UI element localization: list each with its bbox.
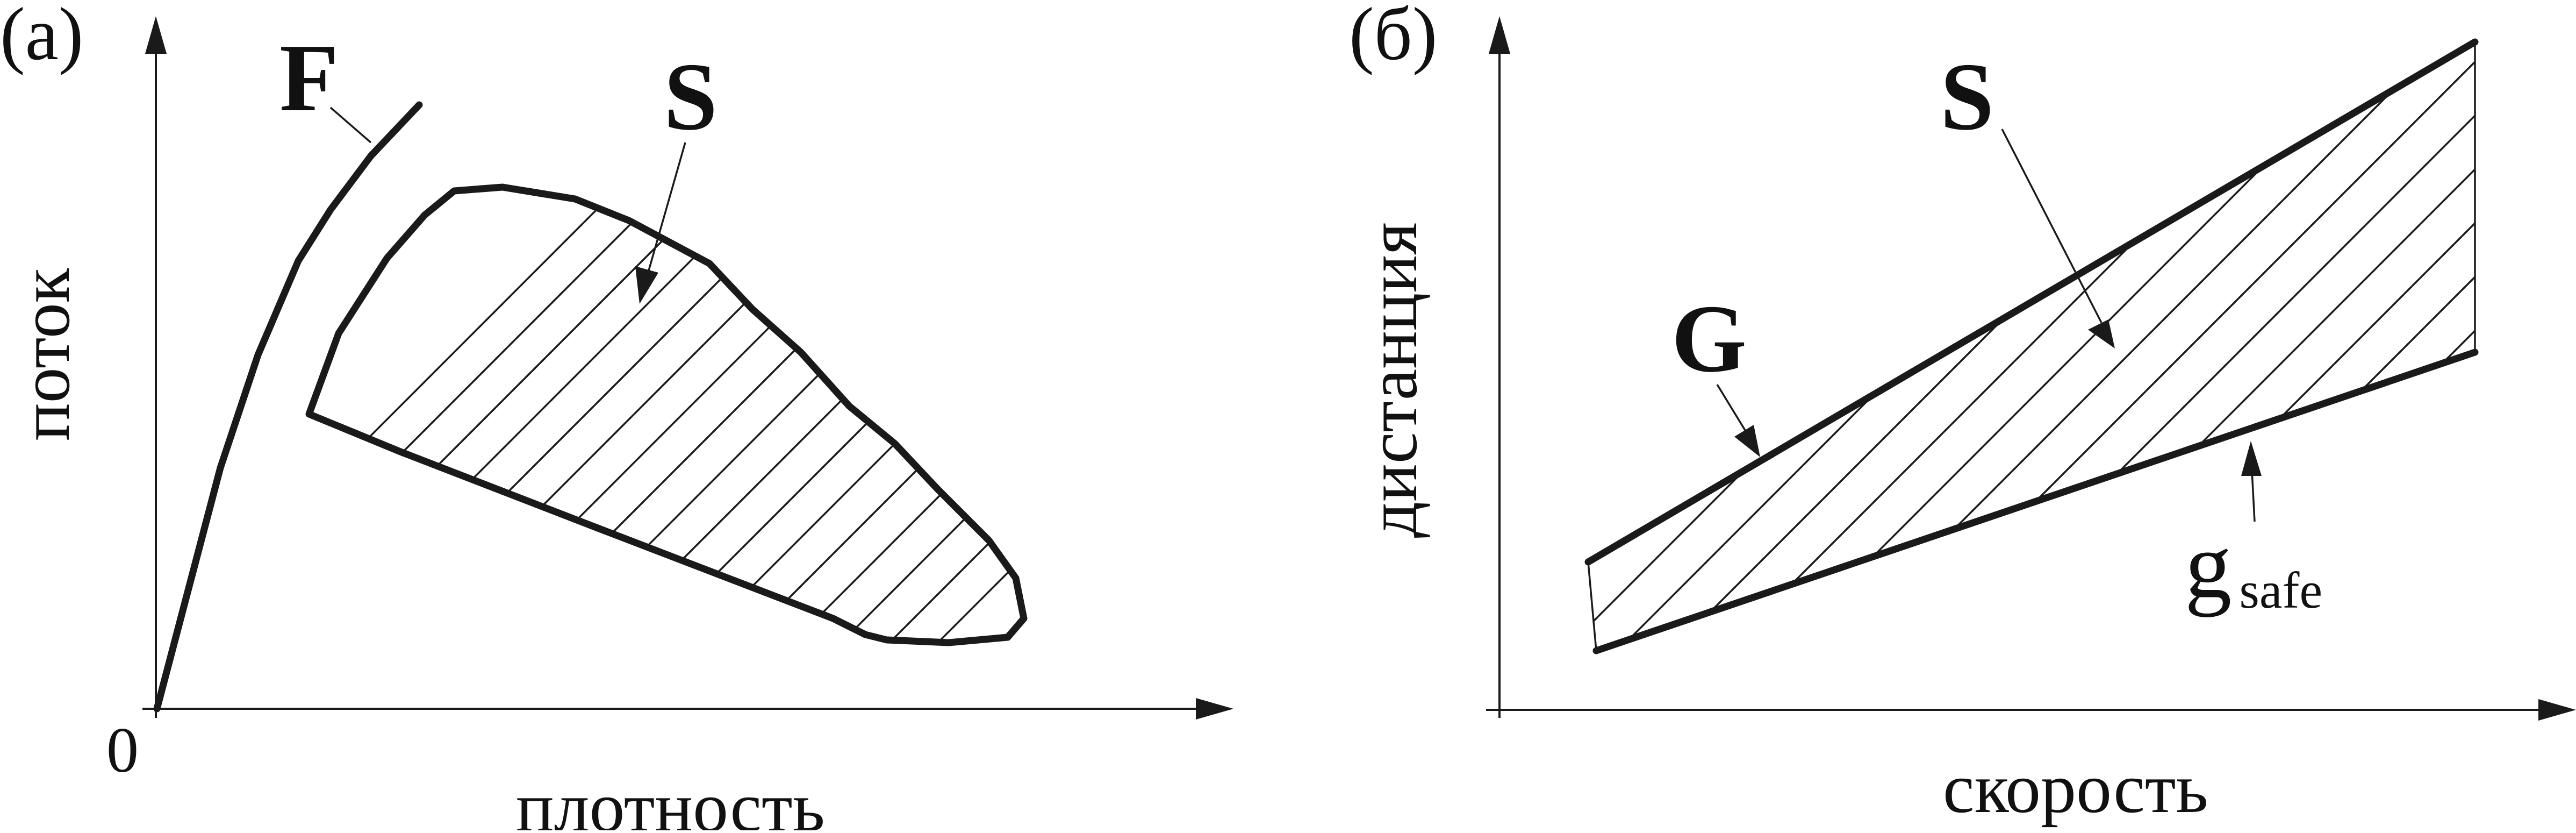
panel-b-line-g-safe-subscript: safe [2240, 561, 2323, 619]
panel-b-line-g-label: G [1671, 285, 1747, 392]
panel-b-line-g-safe-letter: g [2185, 513, 2232, 617]
panel-b-line-g-safe-pointer [2241, 441, 2262, 522]
panel-a-x-label: плотность [516, 767, 825, 830]
panel-a-region-hatching [309, 187, 1024, 643]
panel-a-region-s-pointer [635, 142, 686, 304]
panel-b-line-g-safe [1592, 348, 2479, 654]
panel-b-region-s-label: S [1940, 43, 1994, 150]
panel-a-x-axis [142, 698, 1233, 720]
panel-a-region-s [305, 183, 1028, 646]
panel-b-left-edge [1587, 561, 1597, 651]
panel-a-curve-f-leader [329, 106, 372, 144]
panel-a-curve-f-label: F [279, 24, 339, 131]
panel-b: (б) скорость дистанция [1349, 0, 2576, 828]
panel-b-y-label: дистанция [1353, 222, 1432, 538]
panel-b-line-g [1584, 38, 2479, 566]
panel-b-x-axis [1486, 699, 2576, 721]
panel-a-y-label: поток [5, 268, 84, 441]
panel-a-tag: (а) [0, 0, 83, 76]
panel-b-y-axis [1489, 16, 1510, 718]
panel-a-region-s-label: S [664, 43, 717, 150]
panel-b-line-g-pointer [1716, 384, 1760, 457]
panel-b-region-s-pointer [2001, 129, 2115, 348]
panel-a: (а) 0 плотность поток F [0, 0, 1233, 833]
panel-b-tag: (б) [1349, 0, 1437, 76]
panel-b-x-label: скорость [1943, 749, 2208, 828]
panel-a-curve-f [153, 101, 423, 713]
panel-a-y-axis [145, 16, 167, 718]
panel-a-origin-label: 0 [106, 714, 139, 786]
